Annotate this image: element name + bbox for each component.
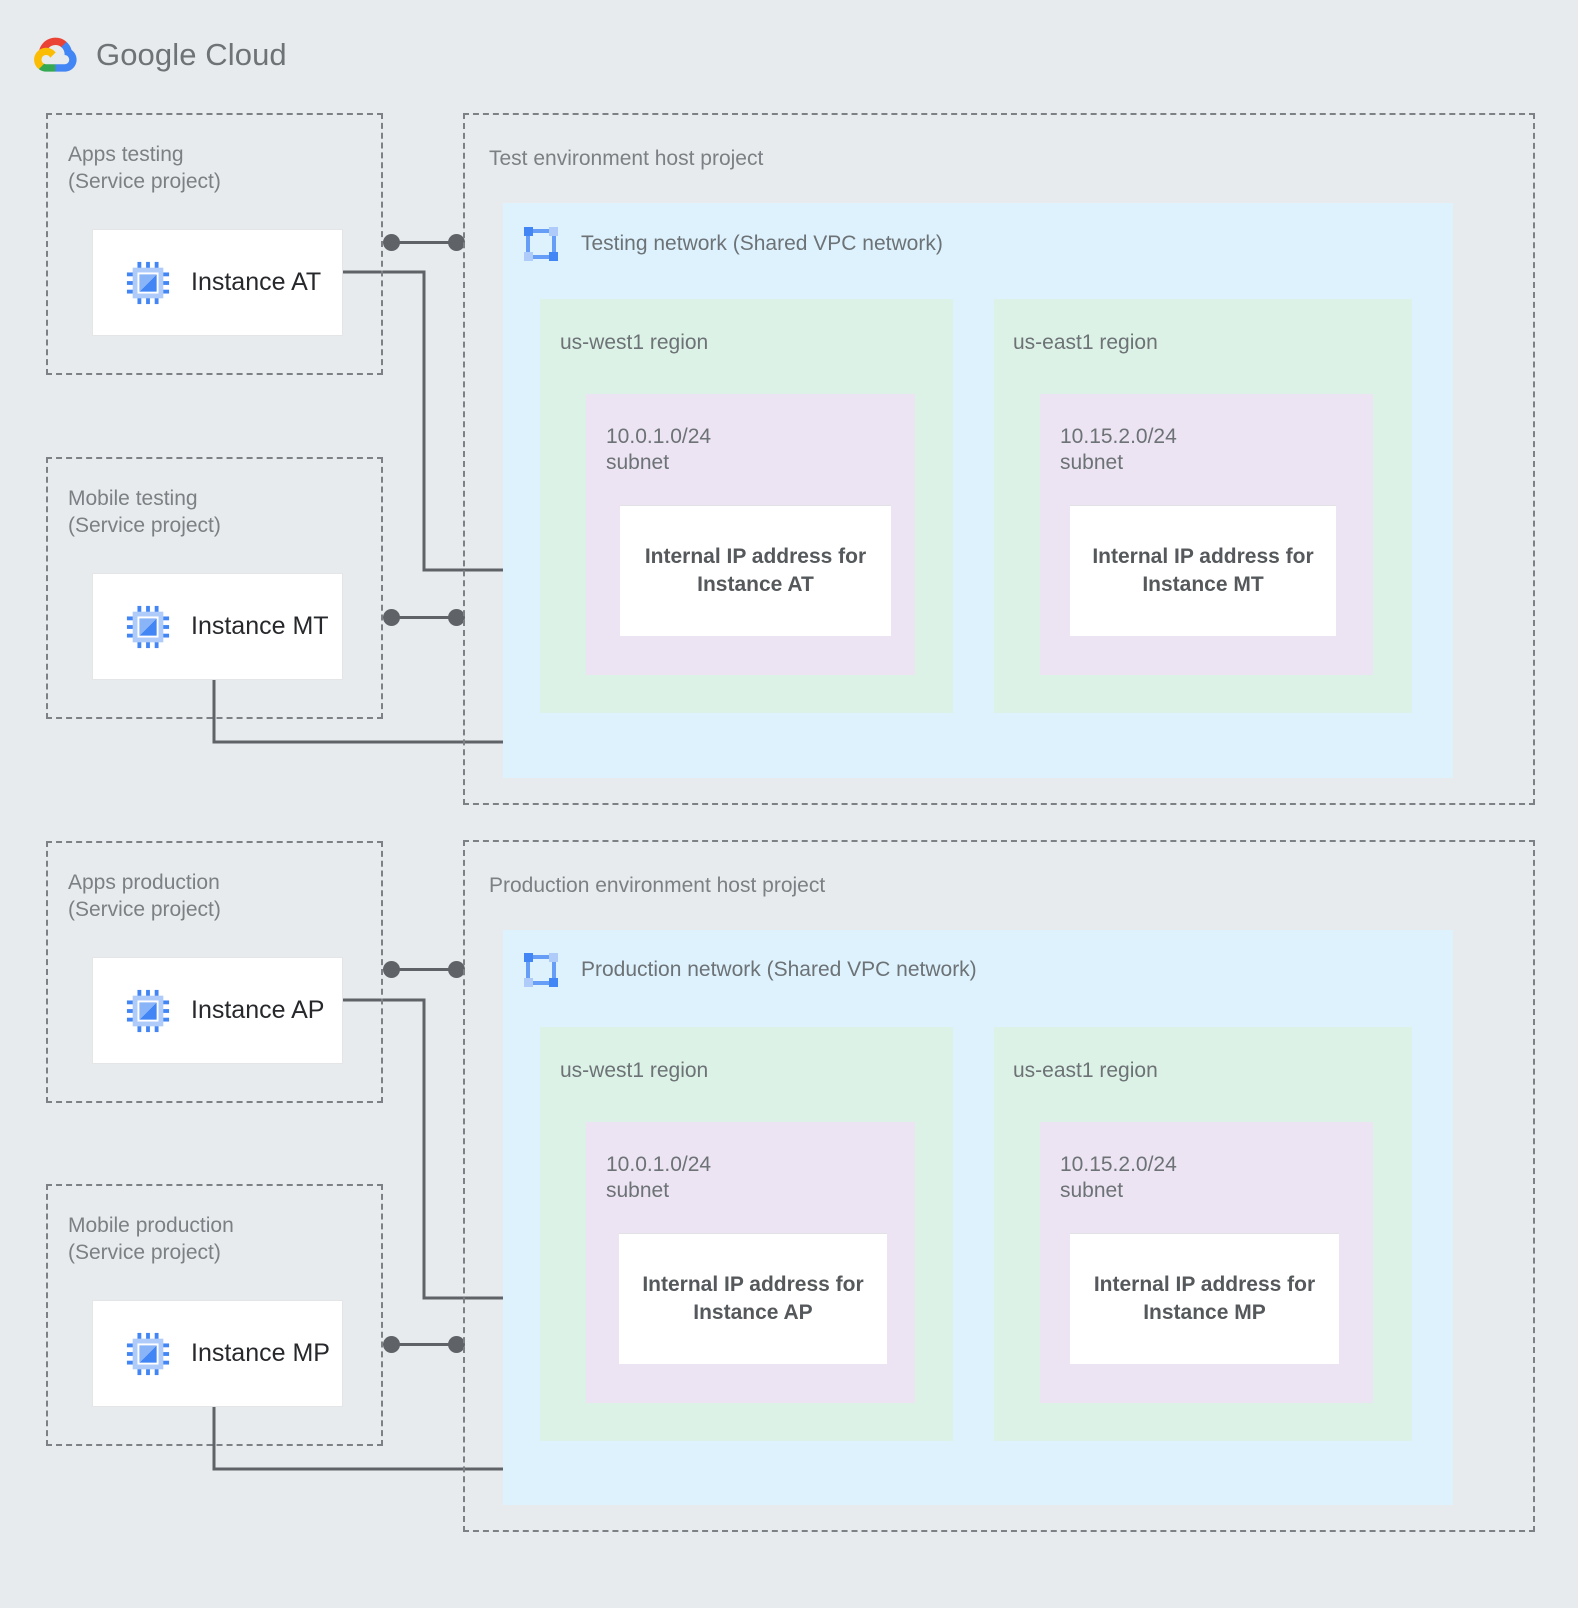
vpc-network-production-header: Production network (Shared VPC network)	[521, 950, 977, 990]
attach-line-mobile-production	[391, 1343, 453, 1346]
ip-card-instance-mp-text: Internal IP address for Instance MP	[1093, 1273, 1316, 1324]
region-prod-us-east1-title: us-east1 region	[1013, 1059, 1158, 1082]
vm-instance-icon	[126, 261, 170, 304]
instance-label-mp: Instance MP	[191, 1339, 330, 1367]
host-project-production-environment-title: Production environment host project	[489, 874, 826, 897]
ip-card-instance-ap-text: Internal IP address for Instance AP	[642, 1273, 864, 1324]
brand-name: Google Cloud	[96, 37, 287, 72]
service-project-apps-production-title: Apps production (Service project)	[68, 871, 221, 921]
instance-label-at: Instance AT	[191, 268, 322, 296]
attach-dot-mobile-production-right	[448, 1336, 465, 1353]
service-project-apps-testing[interactable]: Apps testing (Service project) Instance …	[46, 113, 383, 375]
instance-card-mt[interactable]: Instance MT	[92, 573, 343, 680]
attach-line-mobile-testing	[391, 616, 453, 619]
service-project-apps-testing-title: Apps testing (Service project)	[68, 143, 221, 193]
vpc-network-icon	[524, 953, 558, 987]
service-project-mobile-production-title: Mobile production (Service project)	[68, 1214, 234, 1264]
region-test-us-east1-title: us-east1 region	[1013, 331, 1158, 354]
ip-card-instance-at-text: Internal IP address for Instance AT	[644, 545, 867, 596]
subnet-prod-us-west1-title: 10.0.1.0/24 subnet	[606, 1153, 712, 1202]
vm-instance-icon	[126, 605, 170, 648]
ip-card-instance-mp[interactable]: Internal IP address for Instance MP	[1070, 1233, 1339, 1364]
attach-dot-mobile-testing-right	[448, 609, 465, 626]
service-project-mobile-testing-title: Mobile testing (Service project)	[68, 487, 221, 537]
instance-card-mp[interactable]: Instance MP	[92, 1300, 343, 1407]
attach-line-apps-testing	[391, 241, 453, 244]
google-cloud-logo: Google Cloud	[32, 34, 287, 76]
instance-label-ap: Instance AP	[191, 996, 325, 1024]
instance-card-ap[interactable]: Instance AP	[92, 957, 343, 1064]
host-project-test-environment[interactable]: Test environment host project	[463, 113, 1535, 805]
service-project-mobile-production[interactable]: Mobile production (Service project) Inst…	[46, 1184, 383, 1446]
region-test-us-west1-title: us-west1 region	[560, 331, 709, 354]
vpc-network-icon	[524, 227, 558, 261]
region-prod-us-west1-title: us-west1 region	[560, 1059, 709, 1082]
vpc-network-testing-title: Testing network (Shared VPC network)	[581, 232, 943, 255]
vpc-network-testing-header: Testing network (Shared VPC network)	[521, 224, 943, 264]
ip-card-instance-ap[interactable]: Internal IP address for Instance AP	[619, 1233, 887, 1364]
instance-label-mt: Instance MT	[191, 612, 329, 640]
host-project-production-environment[interactable]: Production environment host project	[463, 840, 1535, 1532]
instance-card-at[interactable]: Instance AT	[92, 229, 343, 336]
ip-card-instance-at[interactable]: Internal IP address for Instance AT	[620, 505, 891, 636]
service-project-apps-production[interactable]: Apps production (Service project) Instan…	[46, 841, 383, 1103]
host-project-test-environment-title: Test environment host project	[489, 147, 764, 170]
vm-instance-icon	[126, 1332, 170, 1375]
subnet-test-us-east1-title: 10.15.2.0/24 subnet	[1060, 425, 1177, 474]
attach-dot-apps-testing-right	[448, 234, 465, 251]
ip-card-instance-mt-text: Internal IP address for Instance MT	[1092, 545, 1314, 596]
service-project-mobile-testing[interactable]: Mobile testing (Service project) Instanc…	[46, 457, 383, 719]
vm-instance-icon	[126, 989, 170, 1032]
attach-dot-apps-production-right	[448, 961, 465, 978]
google-cloud-logo-icon	[34, 37, 77, 72]
subnet-prod-us-east1-title: 10.15.2.0/24 subnet	[1060, 1153, 1177, 1202]
subnet-test-us-west1-title: 10.0.1.0/24 subnet	[606, 425, 712, 474]
attach-line-apps-production	[391, 968, 453, 971]
vpc-network-production-title: Production network (Shared VPC network)	[581, 958, 977, 981]
ip-card-instance-mt[interactable]: Internal IP address for Instance MT	[1070, 505, 1336, 636]
